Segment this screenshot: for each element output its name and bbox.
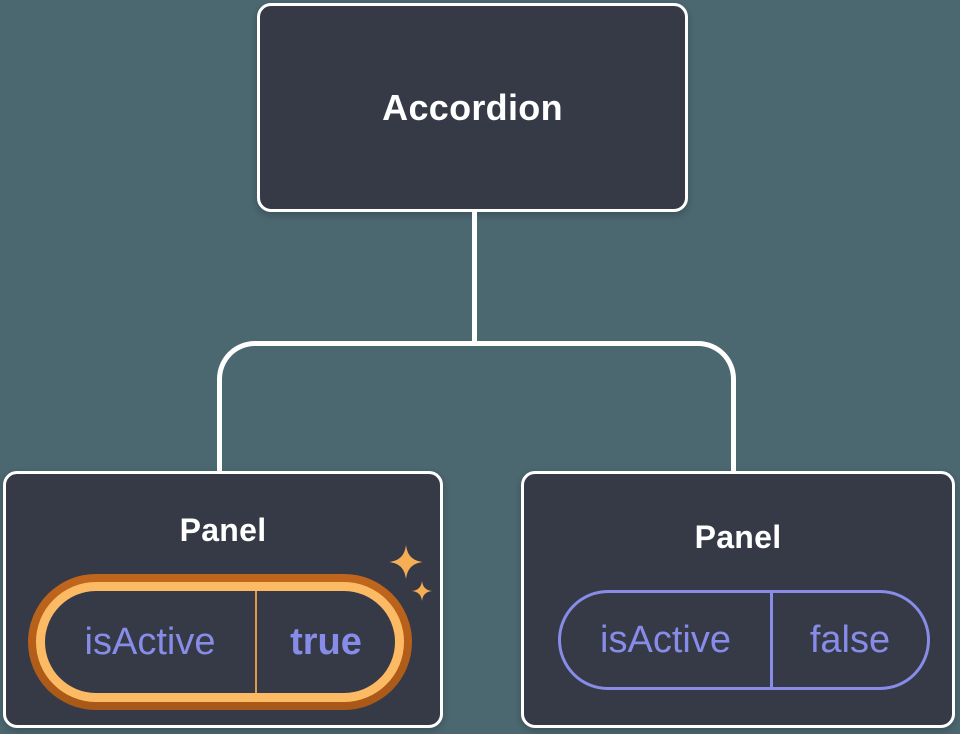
prop-value-cell: true bbox=[257, 591, 395, 693]
accordion-node-label: Accordion bbox=[382, 86, 563, 128]
panel-node-label: Panel bbox=[179, 512, 267, 548]
prop-name-label: isActive bbox=[84, 620, 216, 663]
prop-pill-highlight-ring: isActive true bbox=[36, 582, 404, 702]
sparkle-icon bbox=[412, 581, 432, 601]
pill-divider bbox=[255, 591, 257, 693]
connector-bracket-line bbox=[217, 341, 736, 472]
prop-pill-plain: isActive false bbox=[558, 590, 930, 690]
panel-node-label: Panel bbox=[694, 519, 782, 555]
prop-value-cell: false bbox=[773, 593, 927, 687]
sparkle-icon bbox=[389, 545, 423, 579]
pill-divider bbox=[770, 593, 773, 687]
accordion-node: Accordion bbox=[257, 3, 688, 212]
prop-name-cell: isActive bbox=[45, 591, 255, 693]
prop-pill-body: isActive true bbox=[45, 591, 395, 693]
prop-pill-highlighted: isActive true bbox=[28, 574, 412, 710]
panel-node-active: Panel isActive true bbox=[3, 471, 443, 728]
prop-value-label: false bbox=[809, 618, 891, 661]
prop-name-label: isActive bbox=[600, 618, 731, 661]
prop-value-label: true bbox=[290, 620, 362, 663]
panel-node-inactive: Panel isActive false bbox=[521, 471, 955, 728]
connector-stem-line bbox=[472, 212, 477, 346]
prop-name-cell: isActive bbox=[561, 593, 770, 687]
